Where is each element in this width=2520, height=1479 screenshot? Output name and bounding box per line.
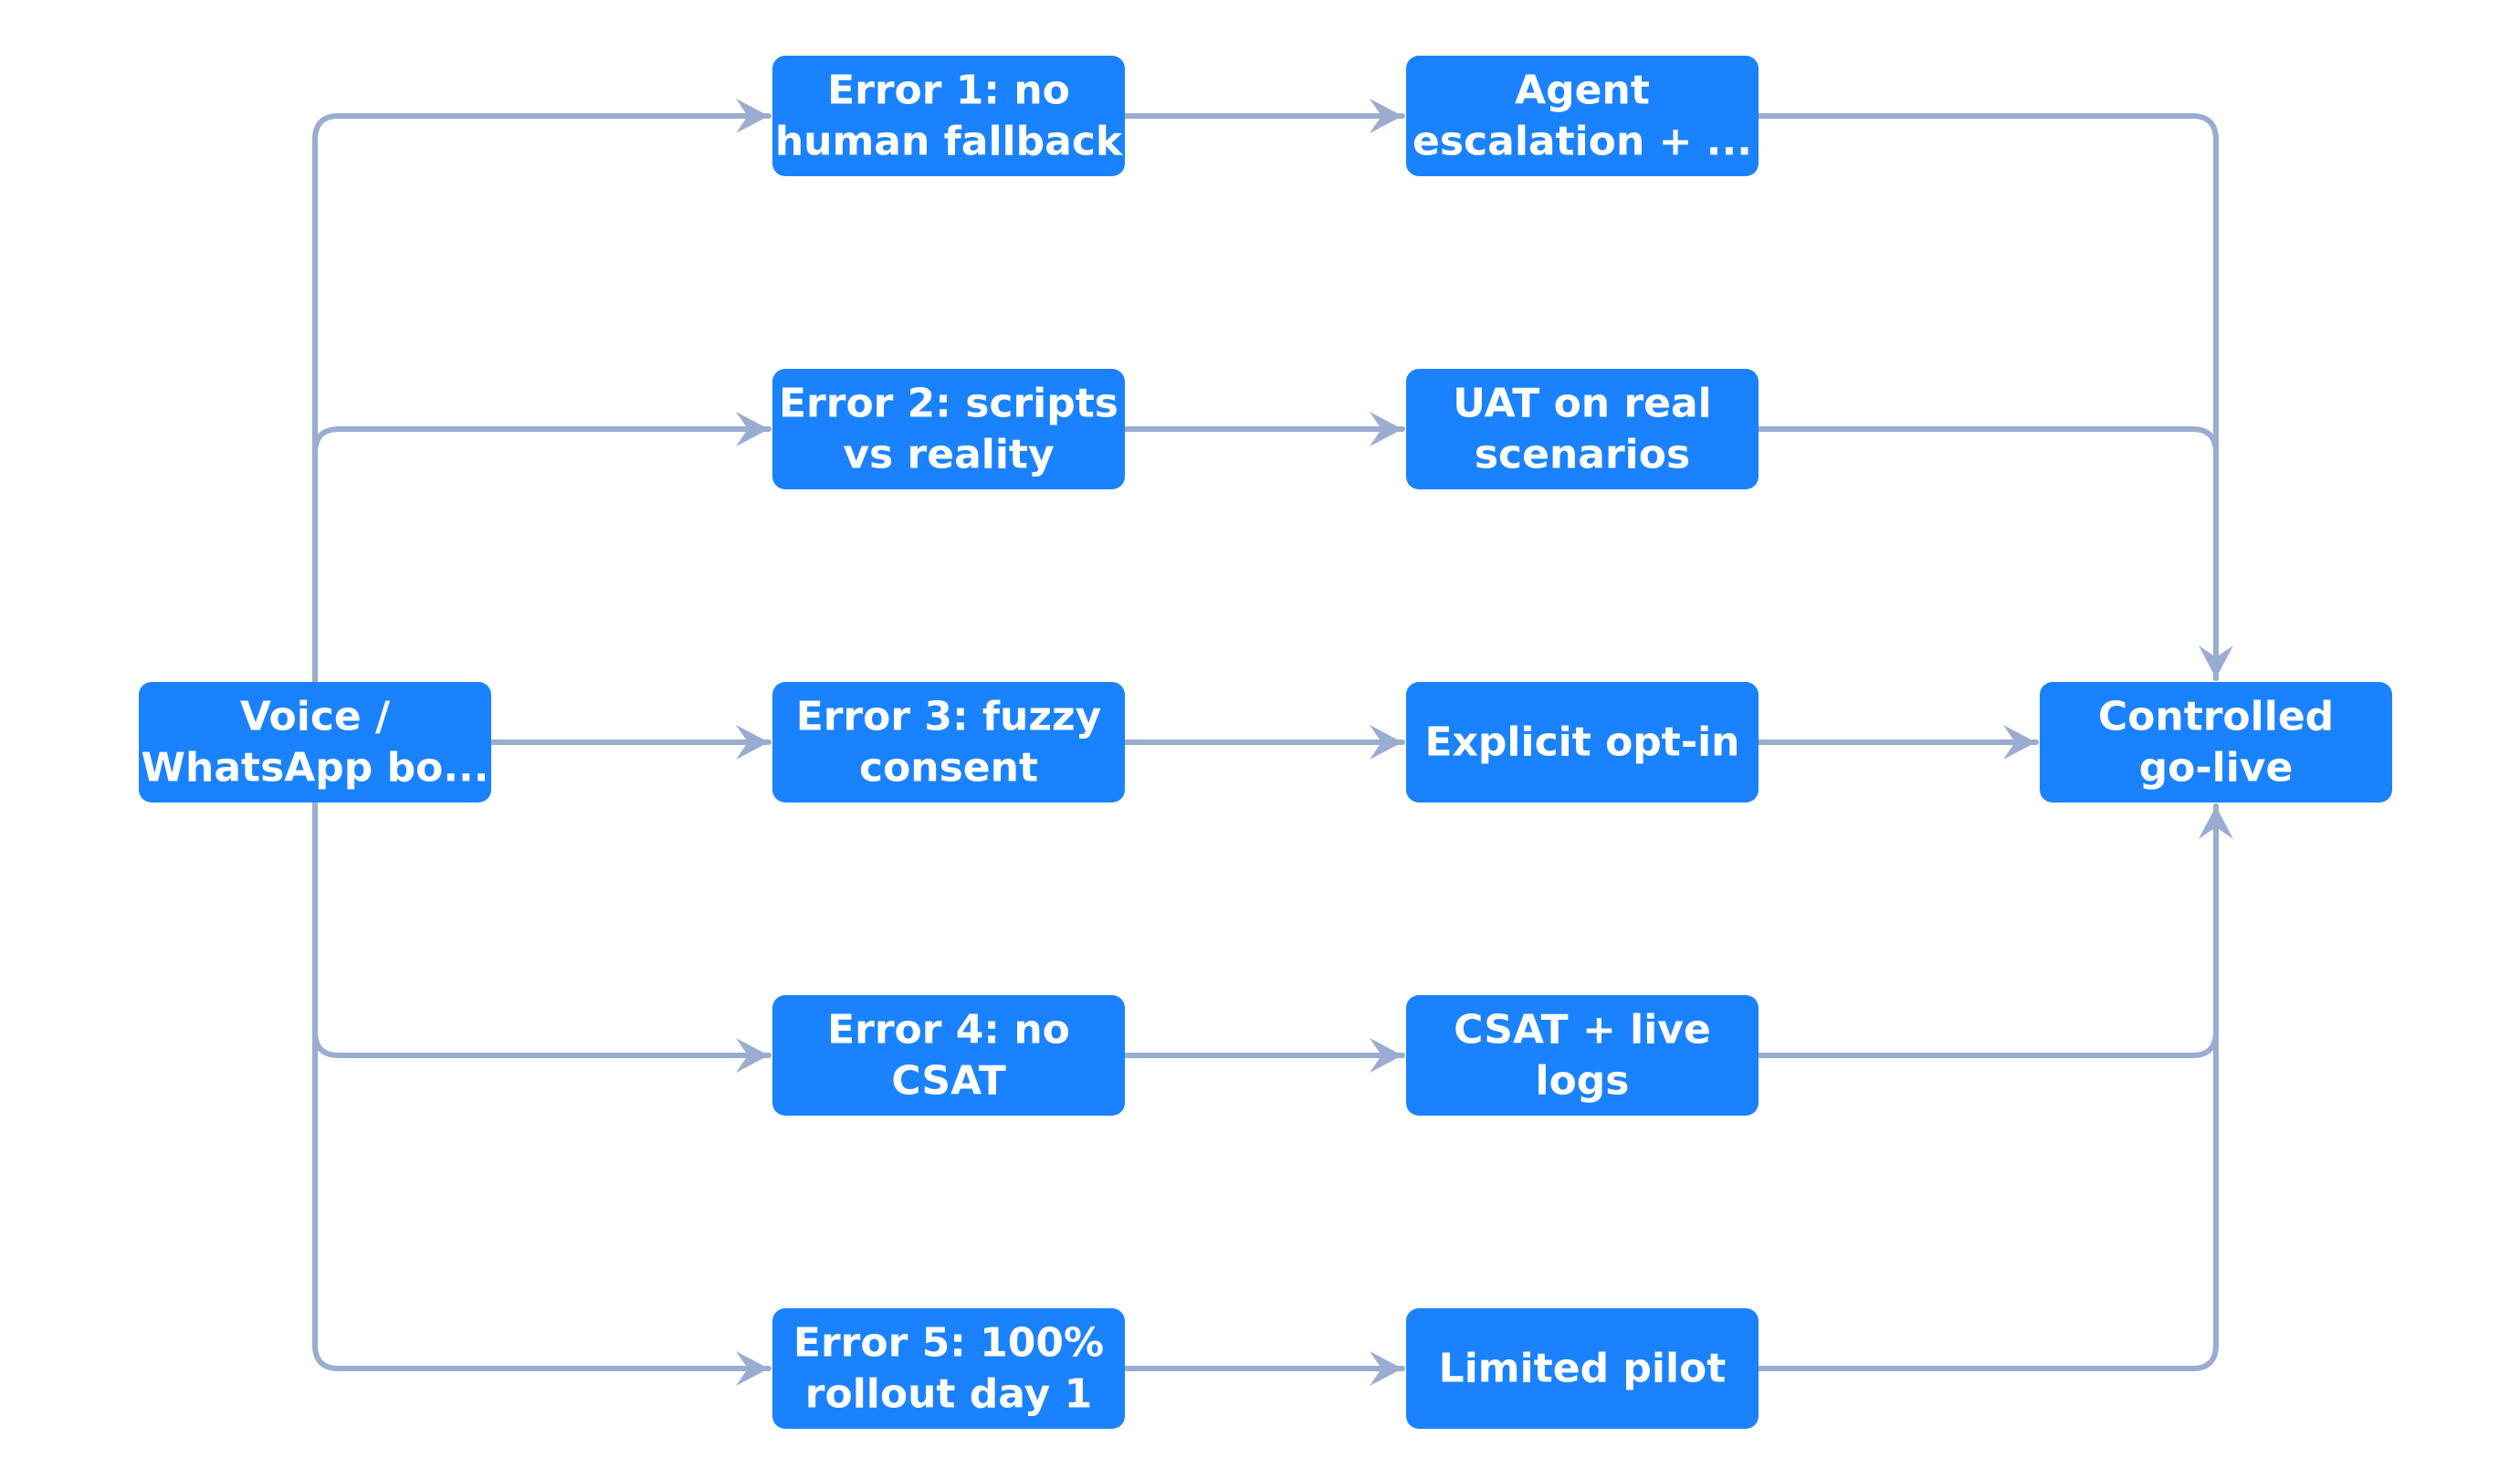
edge-fix-4-to-target — [1756, 803, 2219, 1058]
edge-error-2-to-fix-2-arrowhead — [1370, 412, 1402, 446]
edge-error-5-to-fix-5-arrowhead — [1370, 1351, 1402, 1386]
error-node-2-label-line-1: Error 2: scripts — [779, 381, 1118, 427]
edge-fix-1-to-target — [1756, 113, 2219, 681]
error-node-2: Error 2: scripts vs reality — [772, 369, 1125, 489]
fix-node-5-box — [1406, 1308, 1759, 1429]
edge-source-to-error-4-arrowhead — [736, 1038, 769, 1073]
error-node-1-box — [772, 56, 1125, 176]
edge-source-to-error-3-arrowhead — [736, 725, 769, 760]
fix-node-2-box — [1406, 369, 1759, 489]
fix-node-4-box — [1406, 995, 1759, 1116]
fix-node-2: UAT on real scenarios — [1406, 369, 1759, 489]
target-node: Controlled go-live — [2040, 682, 2392, 802]
source-node-label-line-2: WhatsApp bo... — [141, 745, 488, 792]
edge-fix-3-to-target-arrowhead — [2003, 725, 2036, 760]
edge-source-to-error-1-arrowhead — [736, 99, 769, 133]
error-node-5-box — [772, 1308, 1125, 1429]
error-node-4-label-line-2: CSAT — [891, 1058, 1005, 1105]
edges-layer — [312, 99, 2233, 1386]
error-node-1: Error 1: no human fallback — [772, 56, 1125, 176]
edge-upper-fixes-to-target-arrowhead — [2199, 645, 2233, 678]
fix-node-4-label-line-1: CSAT + live — [1454, 1007, 1711, 1054]
fix-node-1-label-line-1: Agent — [1515, 68, 1650, 114]
edge-source-to-error-1 — [312, 113, 772, 685]
edge-fix-2-to-target — [1756, 426, 2219, 681]
edge-lower-fixes-to-target-arrowhead — [2199, 806, 2233, 839]
fix-node-5: Limited pilot — [1406, 1308, 1759, 1429]
error-node-3: Error 3: fuzzy consent — [772, 682, 1125, 802]
target-node-box — [2040, 682, 2392, 802]
source-node-box — [139, 682, 491, 802]
source-node: Voice / WhatsApp bo... — [139, 682, 491, 802]
error-node-3-label-line-2: consent — [859, 745, 1038, 792]
error-node-4-label-line-1: Error 4: no — [827, 1007, 1070, 1054]
fix-node-2-label-line-1: UAT on real — [1453, 381, 1712, 427]
target-node-label-line-1: Controlled — [2098, 694, 2334, 740]
error-node-2-label-line-2: vs reality — [843, 432, 1054, 478]
edge-fix-5-to-target — [1756, 803, 2219, 1371]
edge-source-to-error-2 — [312, 426, 772, 685]
fix-node-1-box — [1406, 56, 1759, 176]
fix-node-2-label-line-2: scenarios — [1475, 432, 1690, 478]
target-node-label-line-2: go-live — [2139, 745, 2294, 792]
edge-error-4-to-fix-4-arrowhead — [1370, 1038, 1402, 1073]
error-node-3-label-line-1: Error 3: fuzzy — [796, 694, 1102, 740]
error-node-2-box — [772, 369, 1125, 489]
error-node-5: Error 5: 100%rollout day 1 — [772, 1308, 1125, 1429]
edge-source-to-error-5-arrowhead — [736, 1351, 769, 1386]
error-node-1-label-line-2: human fallback — [775, 119, 1124, 165]
fix-node-1: Agent escalation + ... — [1406, 56, 1759, 176]
fix-node-1-label-line-2: escalation + ... — [1412, 119, 1752, 165]
edge-error-1-to-fix-1-arrowhead — [1370, 99, 1402, 133]
nodes-layer: Voice / WhatsApp bo... Error 1: no human fa… — [139, 56, 2392, 1429]
edge-source-to-error-4 — [312, 800, 772, 1058]
edge-source-to-error-2-arrowhead — [736, 412, 769, 446]
edge-error-3-to-fix-3-arrowhead — [1370, 725, 1402, 760]
fix-node-5-label-line-1: Limited pilot — [1439, 1346, 1727, 1392]
source-node-label-line-1: Voice / — [240, 694, 391, 740]
fix-node-3-label-line-1: Explicit opt-in — [1424, 719, 1739, 766]
error-node-3-box — [772, 682, 1125, 802]
edge-source-to-error-5 — [312, 800, 772, 1371]
error-node-5-label-line-1: Error 5: 100% — [793, 1320, 1104, 1367]
fix-node-3-box — [1406, 682, 1759, 802]
fix-node-3: Explicit opt-in — [1406, 682, 1759, 802]
error-node-4-box — [772, 995, 1125, 1116]
error-node-5-label-line-2: rollout day 1 — [805, 1371, 1092, 1418]
error-node-1-label-line-1: Error 1: no — [827, 68, 1070, 114]
fix-node-4-label-line-2: logs — [1536, 1058, 1630, 1105]
